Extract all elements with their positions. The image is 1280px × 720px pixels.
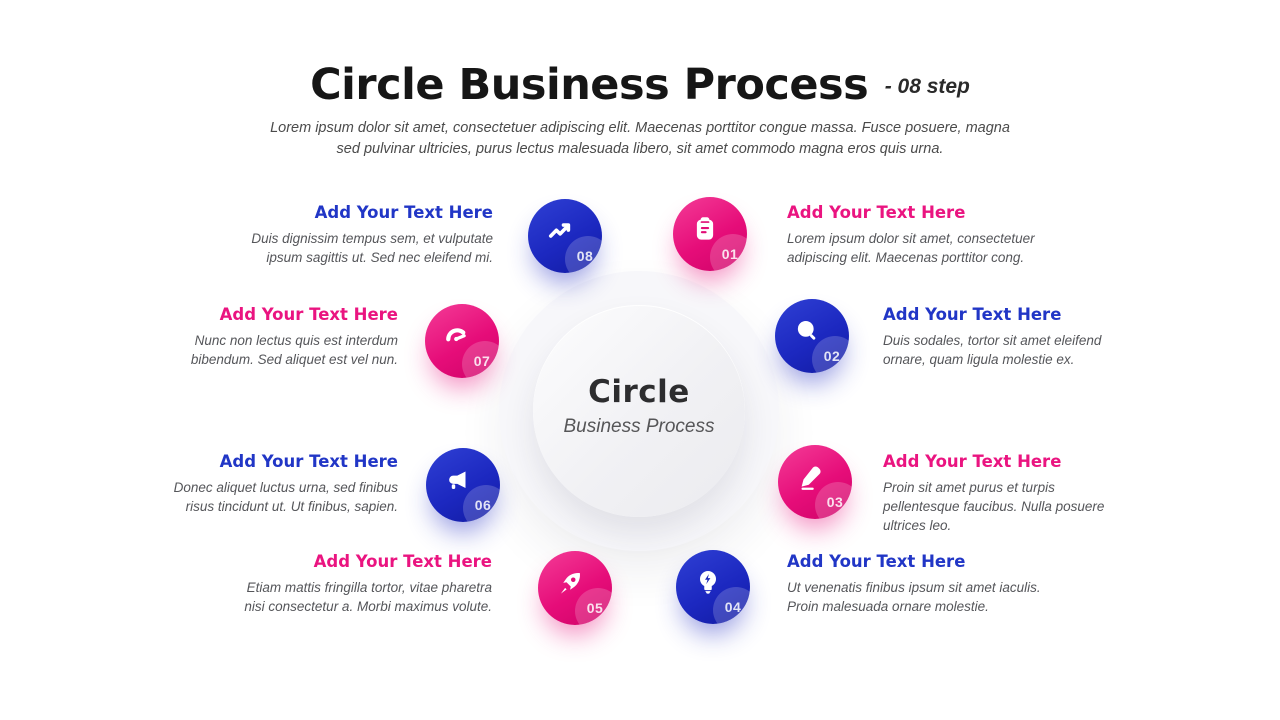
step-body: Proin sit amet purus et turpis pellentes… [883, 480, 1105, 533]
step-text-04: Add Your Text Here Ut venenatis finibus … [787, 552, 1042, 616]
step-body: Nunc non lectus quis est interdum bibend… [190, 333, 398, 367]
step-text-03: Add Your Text Here Proin sit amet purus … [883, 452, 1128, 535]
step-number-badge: 08 [565, 236, 602, 273]
step-number-badge: 04 [713, 587, 750, 624]
step-title: Add Your Text Here [787, 203, 966, 222]
step-title: Add Your Text Here [313, 552, 492, 571]
page-title-suffix: - 08 step [884, 75, 970, 98]
step-title: Add Your Text Here [219, 452, 398, 471]
search-icon [797, 321, 816, 340]
step-number-badge: 03 [815, 482, 852, 519]
step-number-badge: 01 [710, 234, 747, 271]
step-body: Duis sodales, tortor sit amet eleifend o… [883, 333, 1102, 367]
step-number-badge: 02 [812, 336, 849, 373]
step-text-01: Add Your Text Here Lorem ipsum dolor sit… [787, 203, 1037, 267]
step-number-badge: 05 [575, 588, 612, 625]
hub-circle: Circle Business Process [533, 305, 745, 517]
step-circle-08: 08 [528, 199, 602, 273]
step-title: Add Your Text Here [787, 552, 966, 571]
step-number-badge: 06 [463, 485, 500, 522]
pencil-icon [801, 466, 821, 490]
step-title: Add Your Text Here [219, 305, 398, 324]
step-circle-01: 01 [673, 197, 747, 271]
step-body: Duis dignissim tempus sem, et vulputate … [251, 231, 493, 265]
step-circle-03: 03 [778, 445, 852, 519]
step-text-05: Add Your Text Here Etiam mattis fringill… [227, 552, 492, 616]
page-description: Lorem ipsum dolor sit amet, consectetuer… [270, 120, 1010, 157]
step-title: Add Your Text Here [883, 452, 1062, 471]
trending-up-icon [548, 223, 571, 238]
header: Circle Business Process - 08 step [0, 60, 1280, 110]
step-body: Lorem ipsum dolor sit amet, consectetuer… [787, 231, 1035, 265]
step-title: Add Your Text Here [314, 203, 493, 222]
step-text-07: Add Your Text Here Nunc non lectus quis … [158, 305, 398, 369]
megaphone-icon [449, 471, 466, 489]
step-title: Add Your Text Here [883, 305, 1062, 324]
rocket-icon [560, 573, 580, 594]
clipboard-icon [696, 217, 714, 240]
step-text-06: Add Your Text Here Donec aliquet luctus … [148, 452, 398, 516]
step-body: Ut venenatis finibus ipsum sit amet iacu… [787, 580, 1041, 614]
gauge-icon [446, 328, 466, 342]
hub-title: Circle [588, 374, 690, 410]
hub-subtitle: Business Process [563, 416, 715, 437]
step-text-02: Add Your Text Here Duis sodales, tortor … [883, 305, 1108, 369]
step-body: Etiam mattis fringilla tortor, vitae pha… [244, 580, 492, 614]
step-circle-04: 04 [676, 550, 750, 624]
step-circle-02: 02 [775, 299, 849, 373]
step-body: Donec aliquet luctus urna, sed finibus r… [173, 480, 398, 514]
step-circle-05: 05 [538, 551, 612, 625]
step-circle-07: 07 [425, 304, 499, 378]
page-title: Circle Business Process [310, 60, 869, 110]
step-circle-06: 06 [426, 448, 500, 522]
step-number-badge: 07 [462, 341, 499, 378]
lightbulb-icon [700, 571, 716, 594]
step-text-08: Add Your Text Here Duis dignissim tempus… [238, 203, 493, 267]
